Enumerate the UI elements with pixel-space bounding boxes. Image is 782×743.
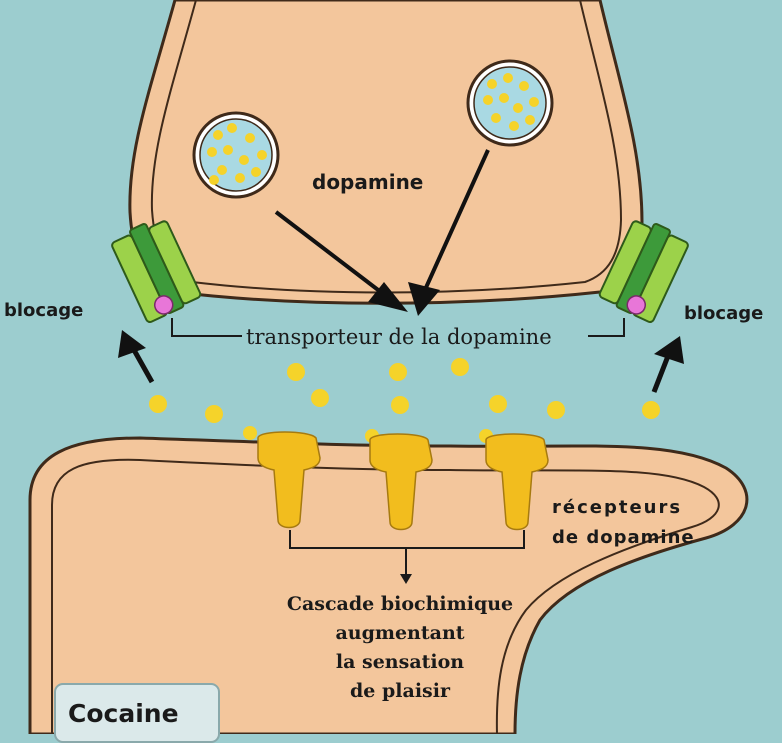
receptors-label-line1: récepteurs bbox=[552, 497, 682, 518]
receptors-label-line2: de dopamine bbox=[552, 527, 695, 548]
blocage-label-right: blocage bbox=[684, 303, 763, 324]
blocage-arrow-right-shaft bbox=[654, 356, 668, 392]
cocaine-title: Cocaine bbox=[68, 699, 179, 728]
cascade-line: Cascade biochimique bbox=[240, 590, 560, 619]
dopamine-label: dopamine bbox=[312, 170, 423, 194]
cascade-line: la sensation bbox=[240, 648, 560, 677]
dopamine-molecules bbox=[149, 358, 660, 443]
vesicle-right bbox=[468, 61, 552, 145]
vesicle-left bbox=[194, 113, 278, 197]
transporter-label: transporteur de la dopamine bbox=[246, 325, 552, 349]
cascade-line: augmentant bbox=[240, 619, 560, 648]
blocage-arrowhead-left bbox=[118, 330, 146, 358]
blocage-arrow-left-shaft bbox=[134, 350, 152, 382]
cascade-label: Cascade biochimique augmentant la sensat… bbox=[240, 590, 560, 706]
cascade-line: de plaisir bbox=[240, 677, 560, 706]
blocage-label-left: blocage bbox=[4, 300, 83, 321]
cocaine-title-box: Cocaine bbox=[54, 683, 220, 743]
